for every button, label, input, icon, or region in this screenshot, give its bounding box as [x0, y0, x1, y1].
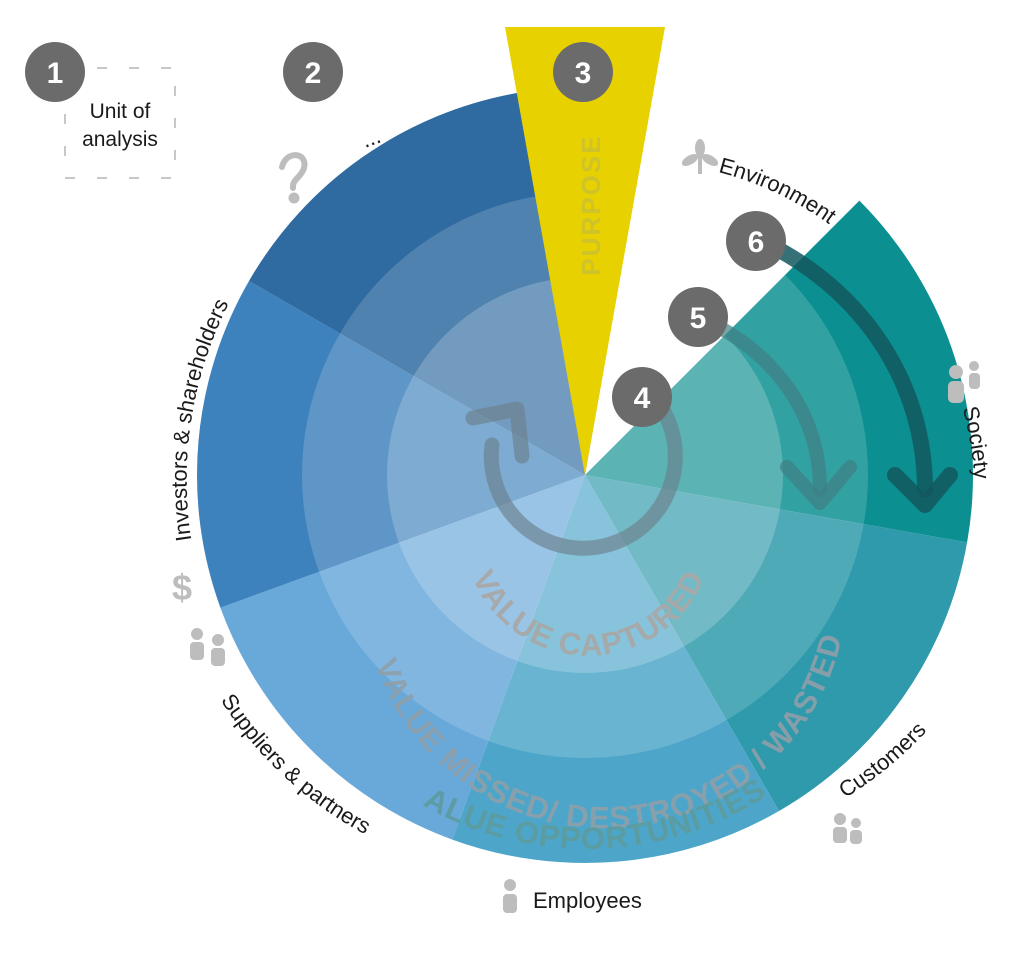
svg-text:1: 1 [47, 57, 64, 90]
marker-5: 5 [668, 287, 728, 347]
employee-person-icon [503, 879, 517, 913]
arrow-5-icon [698, 313, 857, 510]
dollar-icon: $ [172, 567, 192, 608]
environment-label: Environment [717, 153, 841, 229]
leaf-icon [681, 139, 719, 174]
sector-investors [248, 92, 585, 475]
svg-text:3: 3 [575, 57, 592, 90]
svg-text:2: 2 [305, 57, 322, 90]
sector-customers [452, 475, 779, 863]
unit-of-analysis-line1: Unit of [90, 100, 151, 123]
marker-4: 4 [612, 367, 672, 427]
unit-of-analysis-line2: analysis [82, 128, 158, 151]
sector-employees [220, 475, 585, 840]
purpose-wedge [505, 27, 665, 475]
marker-3: 3 [553, 42, 613, 102]
svg-text:5: 5 [690, 302, 707, 335]
employees-label: Employees [533, 888, 642, 913]
svg-text:6: 6 [748, 226, 765, 259]
svg-text:$: $ [172, 567, 192, 608]
purpose-label: PURPOSE [576, 134, 606, 275]
unit-of-analysis-box [64, 67, 176, 179]
society-people-icon [948, 361, 980, 403]
arrow-6-icon [760, 236, 958, 513]
partners-people-icon [190, 628, 225, 666]
question-mark-icon [279, 152, 308, 204]
marker-2: 2 [283, 42, 343, 102]
marker-1: 1 [25, 42, 85, 102]
svg-text:4: 4 [634, 382, 651, 415]
sector-society [585, 475, 968, 812]
customers-people-icon [833, 813, 862, 844]
wheel-sectors [196, 86, 973, 863]
marker-6: 6 [726, 211, 786, 271]
sector-suppliers [196, 281, 585, 608]
cycle-arrow-icon [465, 387, 683, 556]
